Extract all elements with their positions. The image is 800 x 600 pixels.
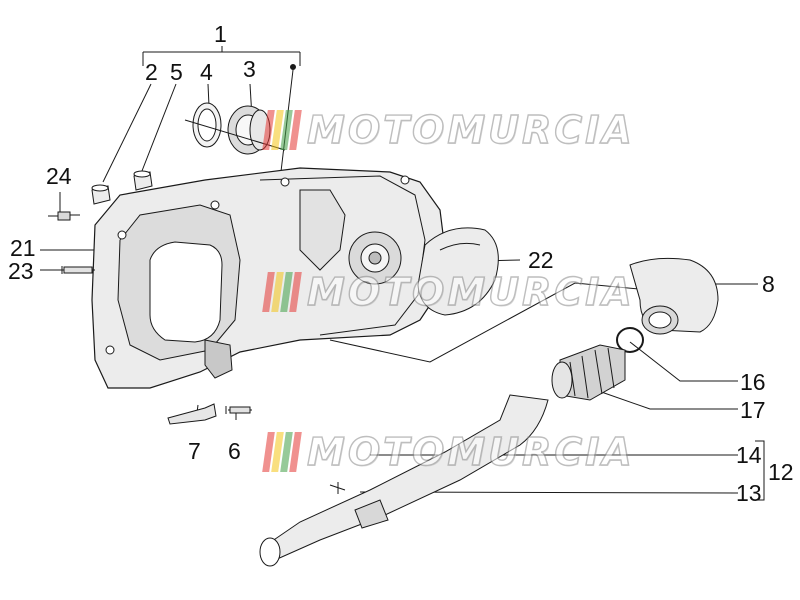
watermark-stripes-icon <box>262 432 302 472</box>
circlip-and-bearing <box>184 102 286 155</box>
watermark-text: MOTOMURCIA <box>306 269 635 314</box>
label-part-8: 8 <box>762 271 775 297</box>
intake-duct <box>259 394 549 567</box>
watermark-logo-middle: MOTOMURCIA <box>262 269 635 315</box>
label-part-1: 1 <box>214 21 227 47</box>
label-part-6: 6 <box>228 438 241 464</box>
label-part-17: 17 <box>740 397 766 423</box>
watermark-text: MOTOMURCIA <box>306 107 635 152</box>
watermark-stripes-icon <box>262 110 302 150</box>
watermark-logo-top: MOTOMURCIA <box>262 107 635 153</box>
label-part-22: 22 <box>528 247 554 273</box>
label-part-4: 4 <box>200 59 213 85</box>
label-part-23: 23 <box>8 258 34 284</box>
label-part-5: 5 <box>170 59 183 85</box>
label-part-12: 12 <box>768 459 794 485</box>
watermark-stripes-icon <box>262 272 302 312</box>
label-part-21: 21 <box>10 235 36 261</box>
bushings <box>91 170 153 205</box>
screws <box>48 211 252 414</box>
label-part-2: 2 <box>145 59 158 85</box>
label-part-7: 7 <box>188 438 201 464</box>
clamp-and-bellows <box>551 327 644 401</box>
label-part-24: 24 <box>46 163 72 189</box>
label-part-13: 13 <box>736 480 762 506</box>
watermark-logo-bottom: MOTOMURCIA <box>262 429 635 475</box>
air-intake-cover <box>629 257 719 335</box>
label-part-3: 3 <box>243 56 256 82</box>
bracket-clip <box>167 403 217 425</box>
cover-cap <box>417 227 499 316</box>
label-part-14: 14 <box>736 442 762 468</box>
watermark-text: MOTOMURCIA <box>306 429 635 474</box>
label-part-16: 16 <box>740 369 766 395</box>
